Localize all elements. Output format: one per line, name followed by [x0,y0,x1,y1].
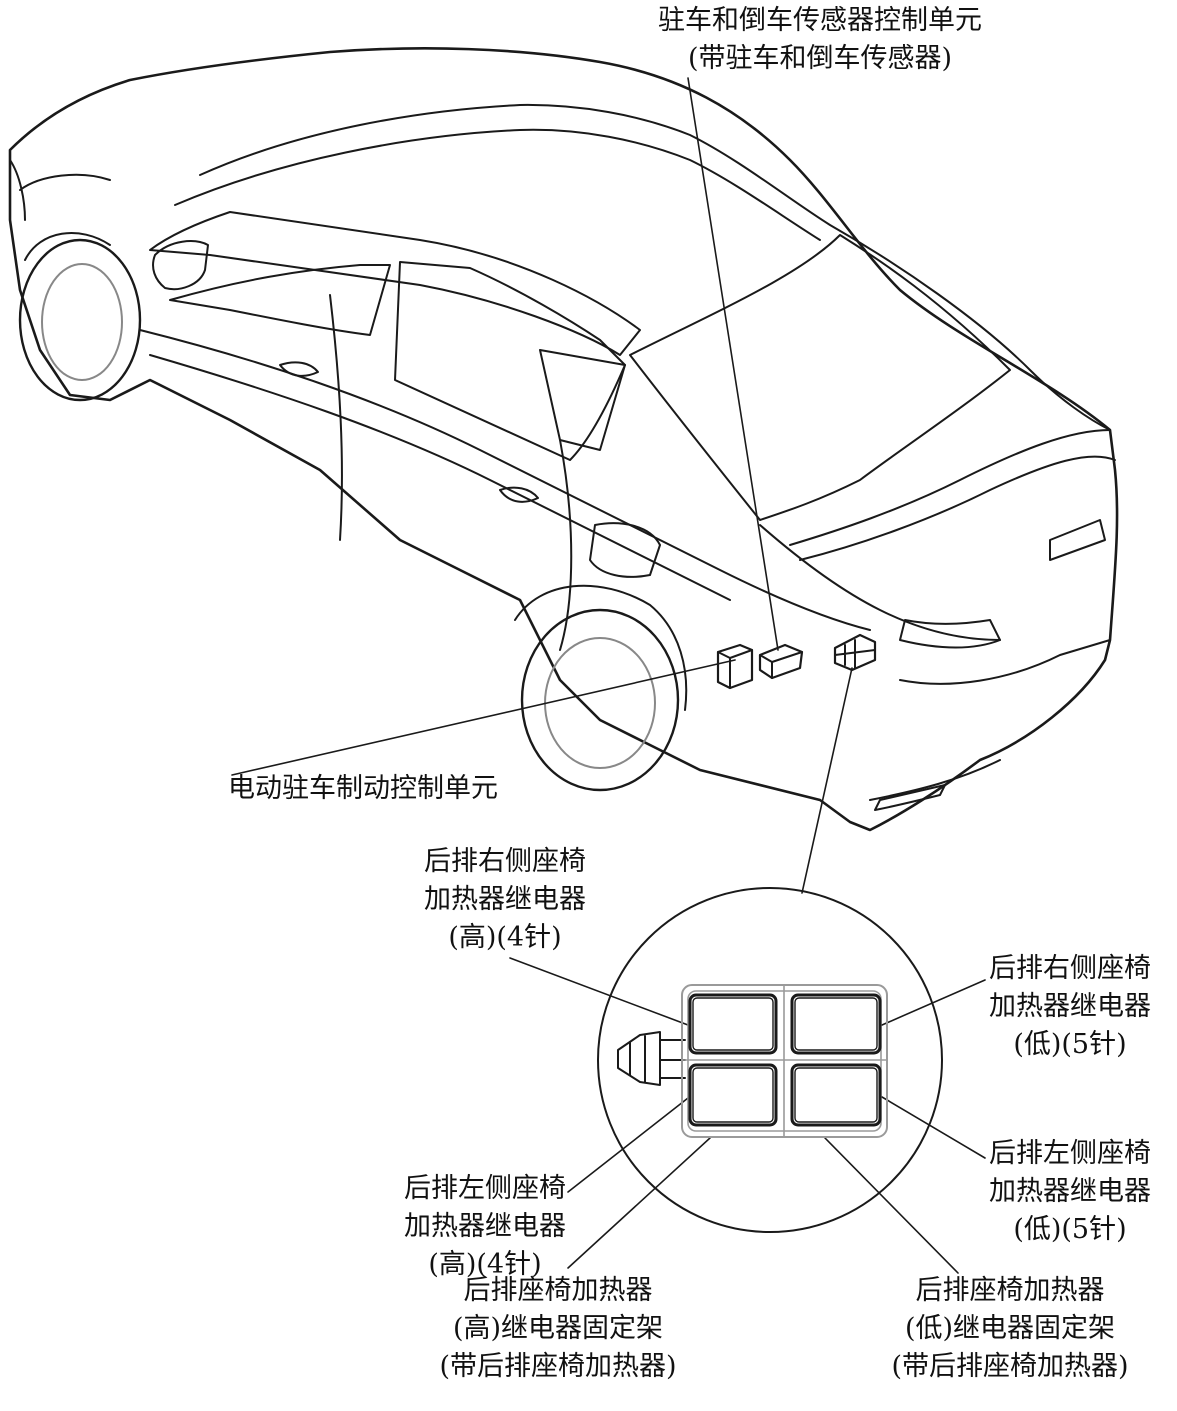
relay-rear-right-high [688,993,778,1055]
label-line: 后排座椅加热器 [915,1275,1105,1306]
relay-bracket-shape [833,633,877,672]
label-line: (高)(4针) [428,1249,542,1280]
relay-rear-left-high [688,1063,778,1127]
label-rear-right-relay-high: 后排右侧座椅 加热器继电器 (高)(4针) [395,843,615,957]
label-line: 加热器继电器 [404,1211,566,1242]
label-line: (低)继电器固定架 [904,1313,1116,1344]
label-relay-bracket-high: 后排座椅加热器 (高)继电器固定架 (带后排座椅加热器) [408,1272,708,1386]
relay-detail-inset [597,887,943,1233]
label-line: 后排右侧座椅 [989,953,1151,984]
label-rear-left-relay-low: 后排左侧座椅 加热器继电器 (低)(5针) [965,1135,1175,1249]
label-epb-unit: 电动驻车制动控制单元 [228,770,498,808]
label-line: (带后排座椅加热器) [439,1351,677,1382]
label-line: 后排右侧座椅 [424,846,586,877]
relay-rear-right-low [790,993,882,1055]
label-line: (低)(5针) [1013,1029,1127,1060]
label-line: 加热器继电器 [424,884,586,915]
label-rear-right-relay-low: 后排右侧座椅 加热器继电器 (低)(5针) [965,950,1175,1064]
label-line: (带后排座椅加热器) [891,1351,1129,1382]
label-line: 后排左侧座椅 [404,1173,566,1204]
label-line: 后排左侧座椅 [989,1138,1151,1169]
epb-unit-shape [716,643,754,690]
label-rear-left-relay-high: 后排左侧座椅 加热器继电器 (高)(4针) [375,1170,595,1284]
label-line: (高)(4针) [448,922,562,953]
label-line: (低)(5针) [1013,1214,1127,1245]
relay-rear-left-low [790,1063,882,1127]
label-line: 加热器继电器 [989,1176,1151,1207]
car-outline [8,47,1119,832]
label-relay-bracket-low: 后排座椅加热器 (低)继电器固定架 (带后排座椅加热器) [860,1272,1160,1386]
label-line: 驻车和倒车传感器控制单元 [658,5,982,36]
leader-lines [231,77,986,1274]
label-line: (带驻车和倒车传感器) [687,43,953,74]
label-line: 电动驻车制动控制单元 [228,773,498,804]
label-line: 后排座椅加热器 [463,1275,653,1306]
label-line: 加热器继电器 [989,991,1151,1022]
parking-sensor-unit-shape [758,643,804,680]
label-parking-sensor-unit: 驻车和倒车传感器控制单元 (带驻车和倒车传感器) [590,2,1050,78]
label-line: (高)继电器固定架 [452,1313,664,1344]
